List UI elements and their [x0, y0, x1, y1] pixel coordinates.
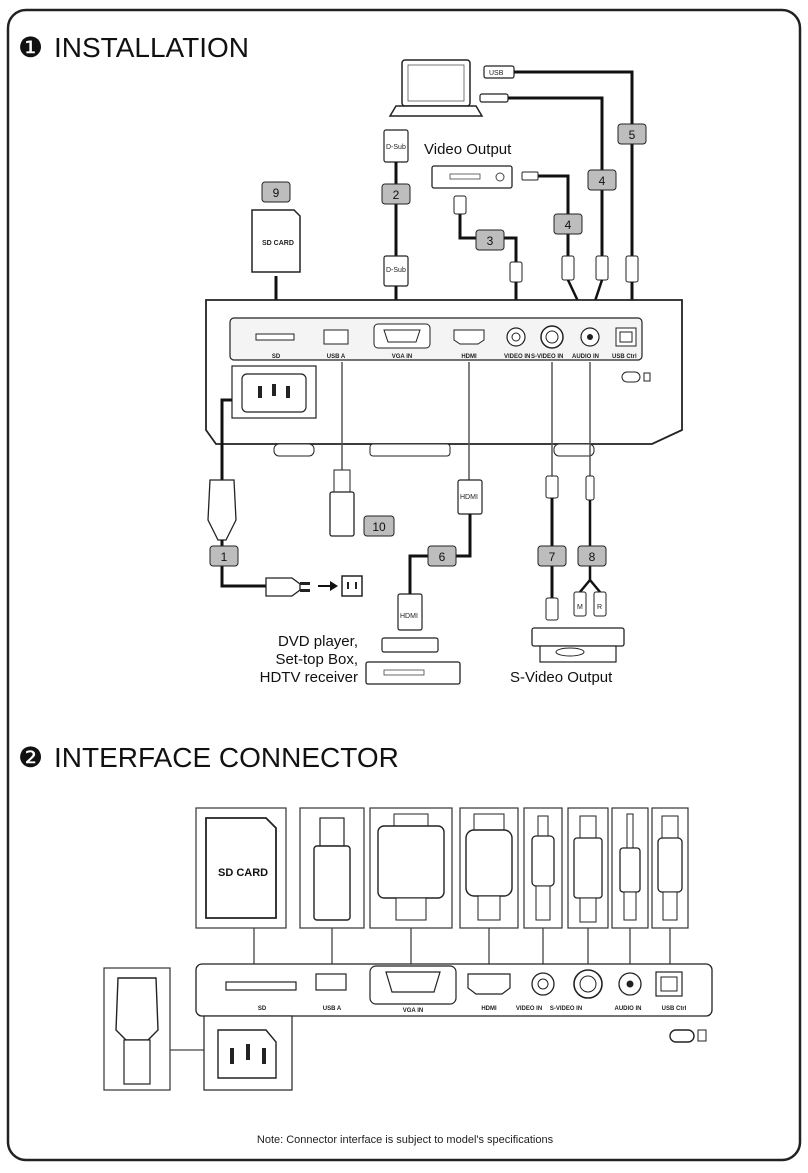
- section-1-number: ❶: [18, 32, 43, 63]
- hdmi-plug-bottom-icon: HDMI: [397, 593, 423, 631]
- power-socket-icon: [203, 1015, 293, 1091]
- port-label-audio-in: AUDIO IN: [572, 354, 599, 360]
- connector-audio-jack: [611, 807, 649, 929]
- svg-text:4: 4: [599, 174, 606, 188]
- cable-5-line: [514, 70, 634, 258]
- dsub-plug-top-icon: D-Sub: [383, 129, 409, 163]
- port-label-usb-ctrl: USB Ctrl: [612, 354, 637, 360]
- cable-tag-3: 3: [475, 229, 505, 251]
- video-output-device-icon: [431, 165, 513, 189]
- iface-label-usb-ctrl: USB Ctrl: [662, 1006, 687, 1012]
- cable-tag-6: 6: [427, 545, 457, 567]
- page-frame: [6, 8, 802, 1162]
- svg-text:10: 10: [372, 520, 386, 534]
- port-label-sd: SD: [272, 354, 281, 360]
- iface-label-usb-a: USB A: [323, 1006, 342, 1012]
- port-label-hdmi: HDMI: [461, 354, 477, 360]
- iface-label-audio-in: AUDIO IN: [615, 1006, 642, 1012]
- section-2-title: INTERFACE CONNECTOR: [54, 742, 399, 773]
- connector-hdmi: [459, 807, 519, 929]
- connector-video-rca: [523, 807, 563, 929]
- port-label-s-video-in: S-VIDEO IN: [531, 354, 563, 360]
- cable-tag-8: 8: [577, 545, 607, 567]
- audio-plug-m-label: M: [577, 604, 583, 611]
- connector-usb-b: [651, 807, 689, 929]
- dvd-label-line2: Set-top Box,: [275, 651, 358, 668]
- svg-text:2: 2: [393, 188, 400, 202]
- cable-tag-4b: 4: [587, 169, 617, 191]
- interface-io-panel: [195, 963, 713, 1017]
- audio-plug-r-label: R: [597, 604, 602, 611]
- video-output-label: Video Output: [424, 141, 512, 158]
- usb-plug-label: USB: [489, 70, 504, 77]
- cable-tag-2: 2: [381, 183, 411, 205]
- dvd-label-line1: DVD player,: [278, 633, 358, 650]
- cable-1-line: [220, 398, 232, 480]
- svg-text:4: 4: [565, 218, 572, 232]
- usb-stick-icon: [329, 469, 355, 537]
- port-label-usb-a: USB A: [327, 354, 346, 360]
- wall-plug-icon: [265, 577, 310, 597]
- svg-text:5: 5: [629, 128, 636, 142]
- wall-outlet-icon: [341, 575, 363, 597]
- projector-body: [205, 299, 683, 457]
- dvd-label-line3: HDTV receiver: [260, 669, 358, 686]
- svg-text:3: 3: [487, 234, 494, 248]
- footnote: Note: Connector interface is subject to …: [257, 1134, 554, 1146]
- sd-card-label-bottom: SD CARD: [218, 867, 268, 879]
- dvd-player-icon: [365, 637, 461, 685]
- dsub-plug-bottom-icon: D-Sub: [383, 255, 409, 287]
- cable-tag-1: 1: [209, 545, 239, 567]
- hdmi-plug-top-icon: HDMI: [457, 479, 483, 515]
- svg-text:8: 8: [589, 550, 596, 564]
- connector-guide-lines: [253, 928, 671, 980]
- svg-text:7: 7: [549, 550, 556, 564]
- dsub-bottom-label: D-Sub: [386, 267, 406, 274]
- cable-tag-5: 5: [617, 123, 647, 145]
- svg-text:1: 1: [221, 550, 228, 564]
- dsub-top-label: D-Sub: [386, 144, 406, 151]
- kensington-lock-icon: [669, 1029, 707, 1043]
- svg-text:9: 9: [273, 186, 280, 200]
- sd-card-label-top: SD CARD: [262, 240, 294, 247]
- svideo-output-device-icon: [531, 627, 625, 663]
- connector-s-video: [567, 807, 609, 929]
- cable-tag-4a: 4: [553, 213, 583, 235]
- cable-4-laptop-line: [508, 96, 604, 258]
- usb-plug-icon: USB: [483, 65, 515, 79]
- svg-text:6: 6: [439, 550, 446, 564]
- hdmi-top-label: HDMI: [460, 494, 478, 501]
- port-label-video-in: VIDEO IN: [504, 354, 530, 360]
- port-label-vga-in: VGA IN: [392, 354, 412, 360]
- connector-sd-card: SD CARD: [195, 807, 287, 929]
- section-1-title: INSTALLATION: [54, 32, 249, 63]
- iface-label-s-video-in: S-VIDEO IN: [550, 1006, 582, 1012]
- cable-8-line: [579, 500, 601, 593]
- power-plug-icon: [207, 479, 237, 541]
- projector-io-panel: [229, 317, 643, 361]
- iface-label-vga-in: VGA IN: [403, 1008, 423, 1014]
- sd-card-icon: SD CARD: [251, 209, 301, 273]
- power-cord-connector-icon: [103, 967, 171, 1091]
- iface-label-video-in: VIDEO IN: [516, 1006, 542, 1012]
- iface-label-sd: SD: [258, 1006, 267, 1012]
- audio-plug-icon: [479, 93, 509, 103]
- connector-vga: [369, 807, 453, 929]
- cable-tag-9: 9: [261, 181, 291, 203]
- hdmi-bottom-label: HDMI: [400, 613, 418, 620]
- svideo-output-label: S-Video Output: [510, 669, 613, 686]
- connector-usb-a: [299, 807, 365, 929]
- cable-tag-10: 10: [363, 515, 395, 537]
- iface-label-hdmi: HDMI: [481, 1006, 497, 1012]
- cable-tag-7: 7: [537, 545, 567, 567]
- laptop-icon: [388, 59, 484, 117]
- section-2-number: ❷: [18, 742, 43, 773]
